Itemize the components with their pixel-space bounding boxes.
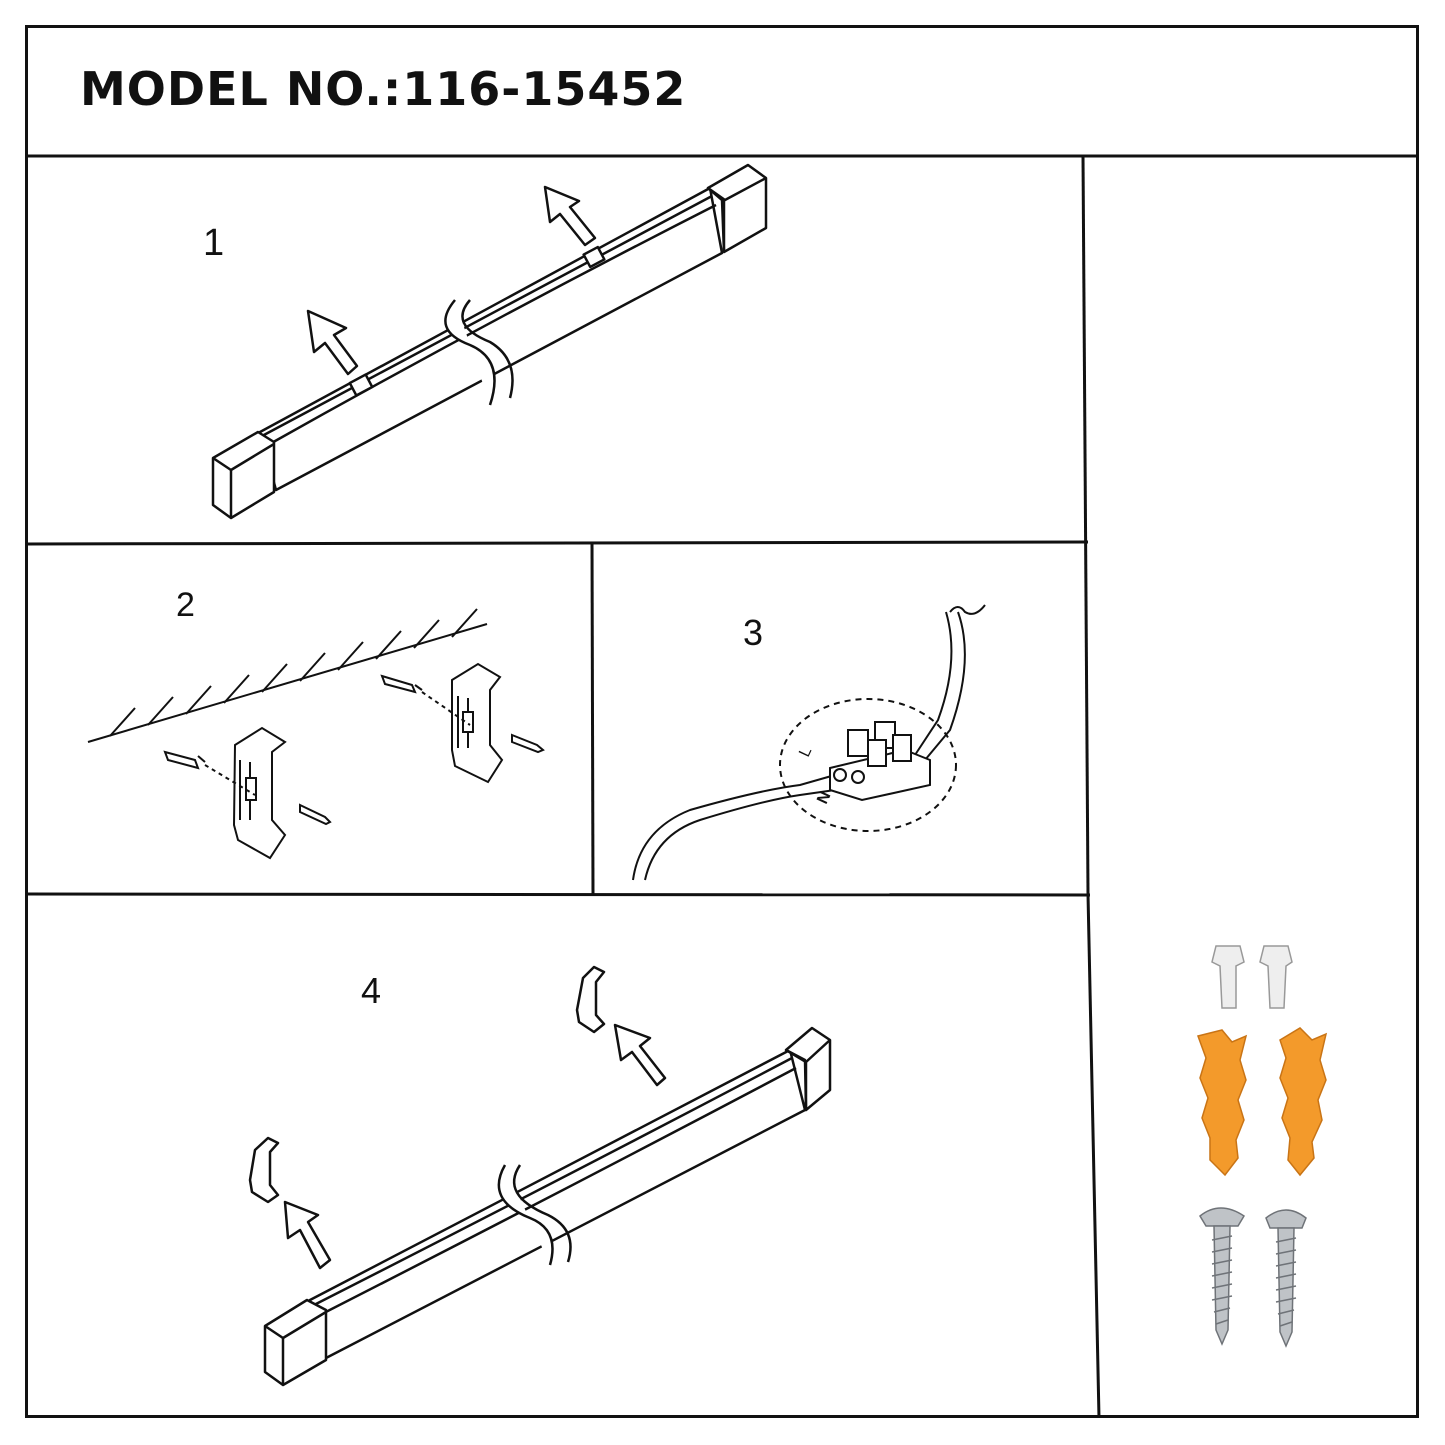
outer-frame [25, 25, 1419, 1418]
step-number-3: 3 [743, 612, 764, 653]
model-number: MODEL NO.:116-15452 [80, 62, 687, 116]
live-label: L [796, 744, 815, 759]
wall-anchor-2 [1279, 1027, 1328, 1177]
plastic-cap-1 [1211, 945, 1245, 1009]
plastic-cap-2 [1259, 945, 1293, 1009]
wall-anchor-1 [1197, 1029, 1248, 1177]
step-number-1: 1 [203, 222, 225, 264]
step-number-4: 4 [361, 970, 382, 1011]
step2-mounting [87, 608, 545, 860]
step1-fixture [211, 163, 768, 520]
parts-panel [1197, 945, 1328, 1348]
step4-fixture [248, 965, 832, 1387]
grid-lines [24, 154, 1419, 1419]
step3-wiring [632, 604, 986, 881]
neutral-label: N [814, 789, 834, 807]
screw-2 [1277, 1227, 1295, 1348]
step-number-2: 2 [176, 586, 195, 624]
screw-1 [1213, 1225, 1231, 1346]
